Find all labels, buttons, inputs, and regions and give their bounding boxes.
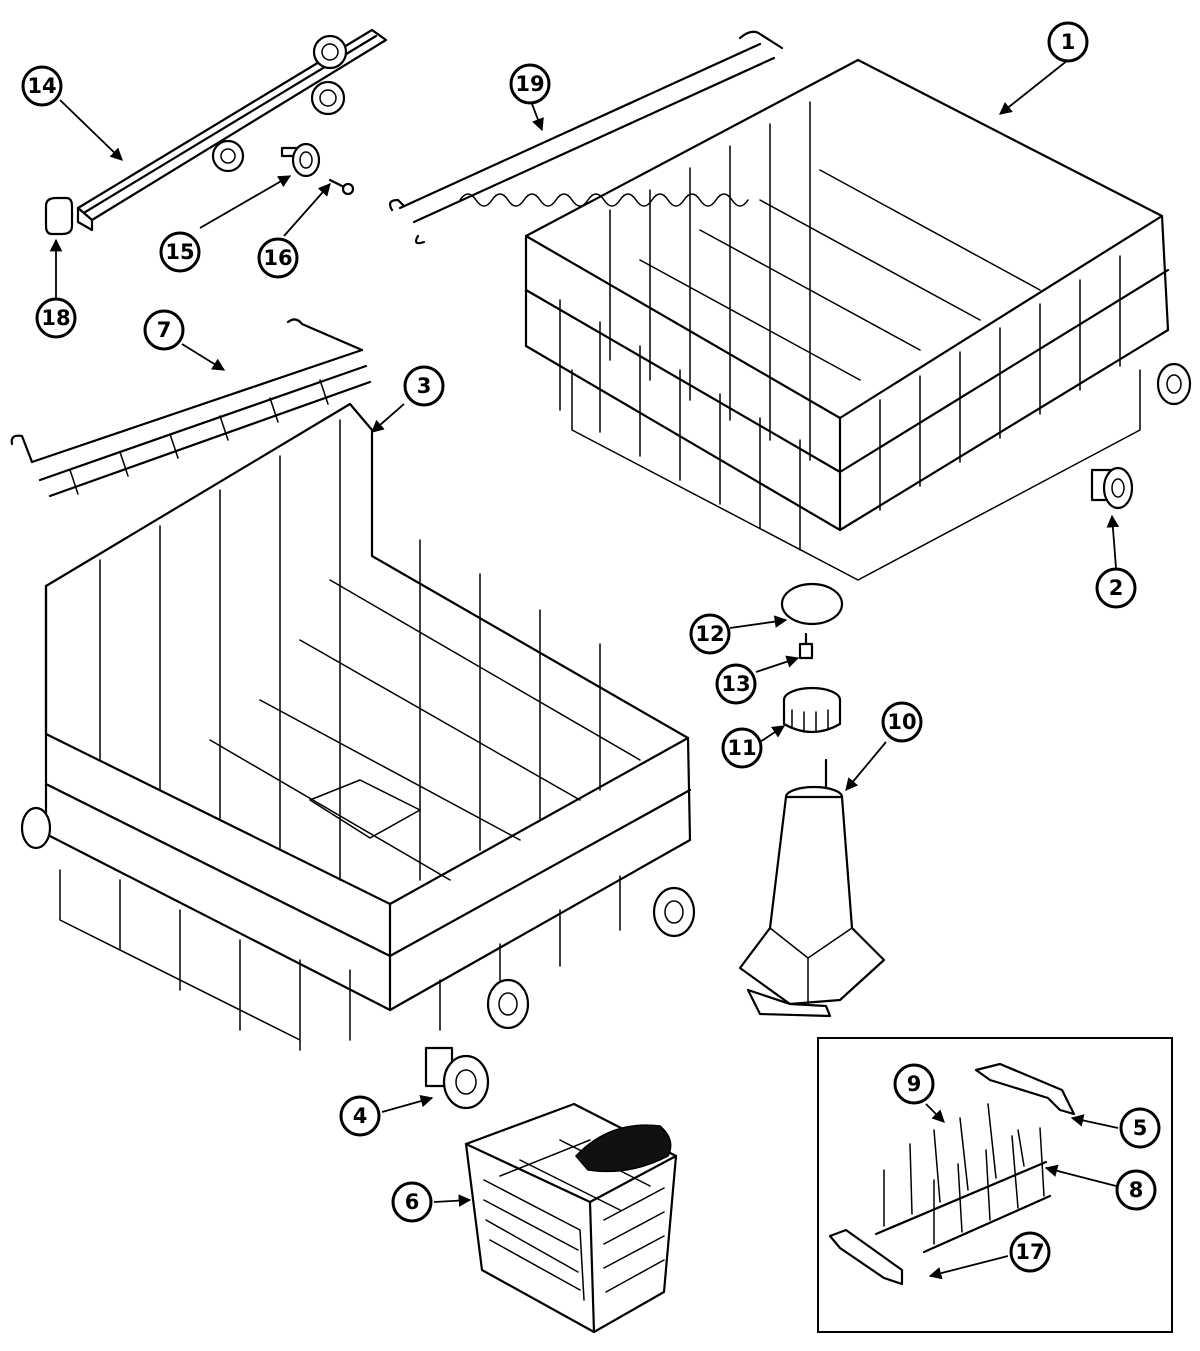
svg-text:12: 12 [695, 622, 724, 646]
callout-1: 1 [1047, 21, 1089, 63]
callout-12: 12 [689, 613, 731, 655]
callout-10: 10 [881, 701, 923, 743]
nut-part [782, 686, 842, 734]
svg-text:10: 10 [887, 710, 916, 734]
svg-text:9: 9 [907, 1072, 922, 1096]
track-rail-part [76, 28, 388, 232]
inset-box [817, 1037, 1173, 1333]
callout-14: 14 [21, 65, 63, 107]
upper-rack-part [524, 58, 1192, 581]
svg-text:5: 5 [1133, 1116, 1148, 1140]
svg-text:19: 19 [515, 72, 544, 96]
callout-7: 7 [143, 309, 185, 351]
tower-part [738, 758, 886, 1018]
svg-text:4: 4 [353, 1104, 368, 1128]
screw-part [328, 178, 355, 196]
svg-text:14: 14 [27, 74, 56, 98]
callout-11: 11 [721, 727, 763, 769]
tine-comb-part [874, 1103, 1052, 1254]
cap-part [780, 582, 844, 626]
svg-text:8: 8 [1129, 1178, 1144, 1202]
callout-15: 15 [159, 231, 201, 273]
svg-text:15: 15 [165, 240, 194, 264]
callout-13: 13 [715, 663, 757, 705]
lower-bracket-part [828, 1228, 904, 1286]
svg-text:6: 6 [405, 1190, 420, 1214]
svg-text:17: 17 [1015, 1240, 1044, 1264]
svg-text:13: 13 [721, 672, 750, 696]
callout-4: 4 [339, 1095, 381, 1137]
callout-8: 8 [1115, 1169, 1157, 1211]
rack-roller-part [1090, 466, 1134, 510]
callout-3: 3 [403, 365, 445, 407]
callout-18: 18 [35, 297, 77, 339]
leader-lines [49, 59, 1120, 1280]
callout-9: 9 [893, 1063, 935, 1105]
fastener-part [798, 632, 814, 660]
svg-text:2: 2 [1109, 576, 1124, 600]
lower-tine-rack-part [10, 318, 372, 498]
end-cap-part [44, 196, 74, 236]
lower-roller-part [424, 1046, 490, 1110]
callout-19: 19 [509, 63, 551, 105]
callout-6: 6 [391, 1181, 433, 1223]
silverware-basket-part [464, 1102, 678, 1334]
upper-bracket-part [974, 1062, 1076, 1116]
svg-text:3: 3 [417, 374, 432, 398]
svg-text:7: 7 [157, 318, 172, 342]
svg-text:1: 1 [1061, 30, 1076, 54]
callout-5: 5 [1119, 1107, 1161, 1149]
lower-rack-part [20, 402, 696, 1051]
callout-2: 2 [1095, 567, 1137, 609]
svg-text:18: 18 [41, 306, 70, 330]
callout-16: 16 [257, 237, 299, 279]
svg-text:16: 16 [263, 246, 292, 270]
svg-text:11: 11 [727, 736, 756, 760]
upper-tine-rack-part [388, 30, 784, 245]
roller-stud-part [280, 142, 321, 178]
callout-17: 17 [1009, 1231, 1051, 1273]
